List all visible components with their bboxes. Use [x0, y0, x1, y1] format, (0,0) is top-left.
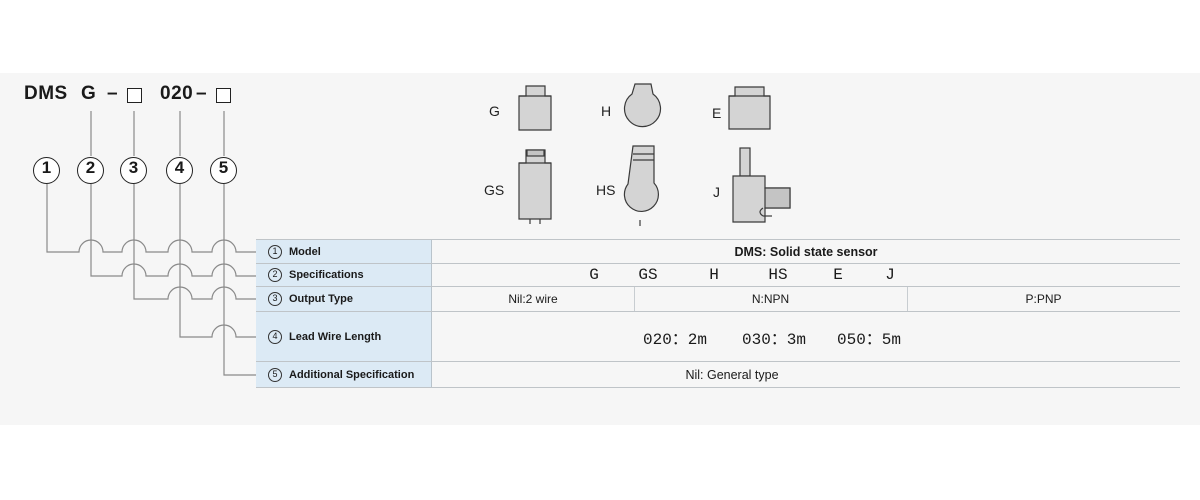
spec-option: HS — [768, 266, 788, 284]
sensor-shape-j — [732, 147, 791, 223]
leader-line-5 — [223, 184, 256, 376]
table-row-model: 1 Model DMS: Solid state sensor — [256, 239, 1180, 264]
spec-option: GS — [638, 266, 658, 284]
callout-circle-3: 3 — [120, 157, 147, 184]
row-header: 3 Output Type — [256, 287, 432, 311]
code-blank-box-2 — [216, 88, 231, 103]
code-prefix: DMS — [24, 83, 68, 104]
callout-circle-2: 2 — [77, 157, 104, 184]
sensor-shape-g — [518, 85, 552, 131]
table-row-specifications: 2 Specifications G GS H HS E J — [256, 264, 1180, 287]
row-number: 2 — [268, 268, 282, 282]
cell-divider — [634, 287, 635, 311]
output-option-nil: Nil:2 wire — [508, 292, 558, 306]
output-option-npn: N:NPN — [751, 292, 790, 306]
shape-label-gs: GS — [484, 182, 505, 198]
code-length: 020 — [160, 83, 194, 104]
lead-length-option: 050：5m — [836, 330, 901, 349]
row-header: 5 Additional Specification — [256, 362, 432, 387]
row-header: 4 Lead Wire Length — [256, 312, 432, 361]
cell-divider — [907, 287, 908, 311]
lead-length-option: 030：3m — [741, 330, 806, 349]
row-header: 2 Specifications — [256, 264, 432, 286]
row-label: Lead Wire Length — [289, 330, 382, 343]
output-option-pnp: P:PNP — [1025, 292, 1062, 306]
background-band — [0, 73, 1200, 425]
shape-label-g: G — [489, 103, 500, 119]
code-spec: G — [81, 83, 97, 104]
spec-option: G — [589, 266, 599, 284]
row-label: Model — [289, 245, 321, 258]
spec-option: H — [709, 266, 719, 284]
model-value: DMS: Solid state sensor — [734, 244, 878, 259]
code-blank-box-1 — [127, 88, 142, 103]
row-header: 1 Model — [256, 240, 432, 263]
leader-line-3 — [133, 184, 256, 300]
row-number: 5 — [268, 367, 282, 382]
additional-spec-value: Nil: General type — [685, 367, 779, 382]
row-number: 3 — [268, 292, 282, 306]
lead-length-option: 020：2m — [642, 330, 707, 349]
row-label: Output Type — [289, 293, 353, 305]
sensor-shape-gs — [518, 149, 552, 224]
code-dash-2: – — [196, 83, 208, 104]
shape-label-h: H — [601, 103, 612, 119]
shape-label-hs: HS — [596, 182, 616, 198]
sensor-shape-e — [728, 86, 771, 130]
code-dash-1: – — [107, 83, 119, 104]
row-number: 1 — [268, 244, 282, 259]
table-row-lead-wire: 4 Lead Wire Length 020：2m 030：3m 050：5m — [256, 312, 1180, 362]
shape-label-j: J — [713, 184, 720, 200]
row-label: Specifications — [289, 269, 364, 281]
spec-option: E — [833, 266, 843, 284]
leader-line-1 — [46, 184, 256, 253]
row-number: 4 — [268, 329, 282, 344]
sensor-shape-hs — [623, 145, 659, 226]
spec-table: 1 Model DMS: Solid state sensor 2 Specif… — [256, 239, 1180, 388]
callout-circle-4: 4 — [166, 157, 193, 184]
row-label: Additional Specification — [289, 368, 415, 381]
callout-circle-5: 5 — [210, 157, 237, 184]
callout-circle-1: 1 — [33, 157, 60, 184]
spec-option: J — [885, 266, 895, 284]
leader-line-4 — [179, 184, 256, 338]
sensor-shape-h — [623, 83, 662, 128]
table-row-additional-spec: 5 Additional Specification Nil: General … — [256, 362, 1180, 388]
table-row-output-type: 3 Output Type Nil:2 wire N:NPN P:PNP — [256, 287, 1180, 312]
shape-label-e: E — [712, 105, 722, 121]
